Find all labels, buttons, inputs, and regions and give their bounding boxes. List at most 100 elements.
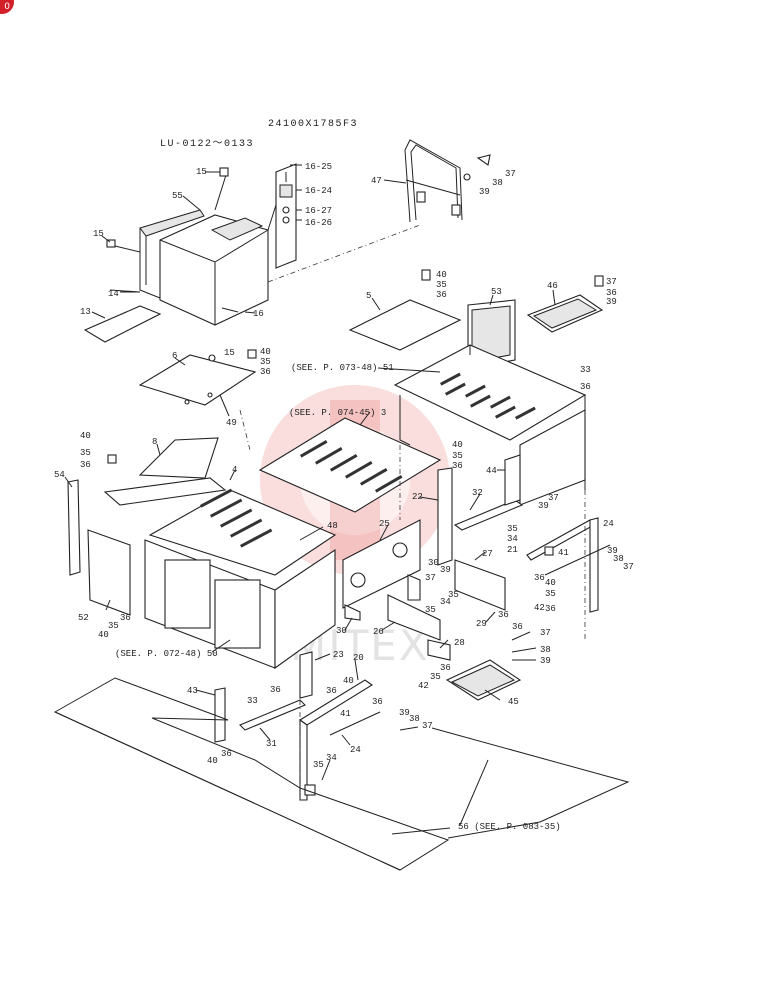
label-37: 37 xyxy=(606,277,617,287)
label-49: 49 xyxy=(226,418,237,428)
label-37: 37 xyxy=(422,721,433,731)
label-37: 37 xyxy=(623,562,634,572)
right-rails xyxy=(504,454,611,613)
label-35: 35 xyxy=(313,760,324,770)
label-37: 37 xyxy=(425,573,436,583)
label-36: 36 xyxy=(440,663,451,673)
label-8: 8 xyxy=(152,437,157,447)
assembly-guides xyxy=(239,409,586,800)
label-15: 15 xyxy=(93,229,104,239)
label-36: 36 xyxy=(221,749,232,759)
label-15: 15 xyxy=(224,348,235,358)
label-39: 39 xyxy=(607,546,618,556)
label-38: 38 xyxy=(540,645,551,655)
label-39: 39 xyxy=(540,656,551,666)
label-36: 36 xyxy=(372,697,383,707)
label-44: 44 xyxy=(486,466,497,476)
label-13: 13 xyxy=(80,307,91,317)
label-35: 35 xyxy=(452,451,463,461)
label-52: 52 xyxy=(78,613,89,623)
center-parts xyxy=(342,467,524,661)
label-45: 45 xyxy=(508,697,519,707)
label-24: 24 xyxy=(350,745,361,755)
ref-label-51: (SEE. P. 073-48) 51 xyxy=(291,363,394,373)
label-33: 33 xyxy=(247,696,258,706)
label-22: 22 xyxy=(412,492,423,502)
label-36: 36 xyxy=(545,604,556,614)
label-36: 36 xyxy=(120,613,131,623)
label-29: 29 xyxy=(476,619,487,629)
label-33: 33 xyxy=(580,365,591,375)
label-30: 30 xyxy=(336,626,347,636)
label-4: 4 xyxy=(232,465,237,475)
label-31: 31 xyxy=(266,739,277,749)
label-46: 46 xyxy=(547,281,558,291)
label-34: 34 xyxy=(326,753,337,763)
label-24: 24 xyxy=(603,519,614,529)
left-parts xyxy=(67,437,227,616)
label-16-27: 16-27 xyxy=(305,206,332,216)
label-34: 34 xyxy=(440,597,451,607)
battery-bracket xyxy=(267,163,421,283)
label-42: 42 xyxy=(534,603,545,613)
upper-frame xyxy=(393,344,587,506)
label-36: 36 xyxy=(326,686,337,696)
label-39: 39 xyxy=(399,708,410,718)
label-38: 38 xyxy=(492,178,503,188)
label-35: 35 xyxy=(507,524,518,534)
label-36: 36 xyxy=(80,460,91,470)
label-23: 23 xyxy=(333,650,344,660)
label-14: 14 xyxy=(108,289,119,299)
corner-badge-text: 0 xyxy=(4,2,10,12)
label-36: 36 xyxy=(534,573,545,583)
label-36: 36 xyxy=(498,610,509,620)
label-6: 6 xyxy=(172,351,177,361)
label-35: 35 xyxy=(108,621,119,631)
label-39: 39 xyxy=(440,565,451,575)
panel-6 xyxy=(138,349,257,406)
label-36: 36 xyxy=(260,367,271,377)
label-40: 40 xyxy=(436,270,447,280)
label-35: 35 xyxy=(80,448,91,458)
handrail xyxy=(404,139,491,223)
label-36: 36 xyxy=(606,288,617,298)
label-27: 27 xyxy=(482,549,493,559)
leader-lines xyxy=(64,164,556,835)
ref-label-56: 56 (SEE. P. 083-35) xyxy=(458,822,561,832)
label-43: 43 xyxy=(187,686,198,696)
label-39: 39 xyxy=(479,187,490,197)
lower-parts xyxy=(214,651,522,801)
label-35: 35 xyxy=(436,280,447,290)
label-40: 40 xyxy=(545,578,556,588)
label-16-25: 16-25 xyxy=(305,162,332,172)
label-54: 54 xyxy=(54,470,65,480)
label-37: 37 xyxy=(548,493,559,503)
label-35: 35 xyxy=(448,590,459,600)
label-20: 20 xyxy=(353,653,364,663)
label-38: 38 xyxy=(409,714,420,724)
ref-label-50: (SEE. P. 072-48) 50 xyxy=(115,649,218,659)
label-36: 36 xyxy=(436,290,447,300)
label-35: 35 xyxy=(545,589,556,599)
label-16: 16 xyxy=(253,309,264,319)
label-40: 40 xyxy=(452,440,463,450)
label-30: 30 xyxy=(428,558,439,568)
label-40: 40 xyxy=(80,431,91,441)
label-39: 39 xyxy=(538,501,549,511)
label-34: 34 xyxy=(507,534,518,544)
label-15: 15 xyxy=(196,167,207,177)
label-40: 40 xyxy=(207,756,218,766)
serial-range: LU-0122～0133 xyxy=(160,139,254,150)
label-55: 55 xyxy=(172,191,183,201)
label-39: 39 xyxy=(606,297,617,307)
floor-mat xyxy=(53,677,630,871)
top-panels xyxy=(348,269,604,369)
battery-assembly xyxy=(83,167,269,343)
label-5: 5 xyxy=(366,291,371,301)
ref-label-3: (SEE. P. 074-45) 3 xyxy=(289,408,386,418)
label-35: 35 xyxy=(260,357,271,367)
label-16-24: 16-24 xyxy=(305,186,332,196)
panel-3 xyxy=(258,417,442,513)
label-41: 41 xyxy=(340,709,351,719)
